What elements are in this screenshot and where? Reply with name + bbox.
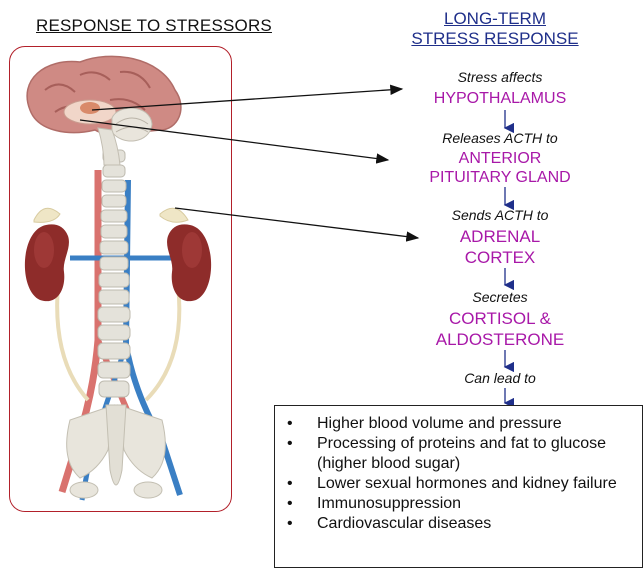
kidney-right-icon xyxy=(167,224,211,301)
step-3-organ-line1: ADRENAL xyxy=(380,227,620,247)
step-5-label: Can lead to xyxy=(380,370,620,386)
step-4-organ-line1: CORTISOL & xyxy=(380,309,620,329)
effect-item: Cardiovascular diseases xyxy=(287,514,636,534)
step-3-label: Sends ACTH to xyxy=(380,207,620,223)
step-2-organ-line1: ANTERIOR xyxy=(380,150,620,168)
effect-item: Processing of proteins and fat to glucos… xyxy=(287,434,636,474)
effect-item: Higher blood volume and pressure xyxy=(287,414,636,434)
step-2-organ-line2: PITUITARY GLAND xyxy=(380,169,620,187)
step-1-organ: HYPOTHALAMUS xyxy=(380,90,620,108)
pelvis-icon xyxy=(67,405,166,498)
step-1-label: Stress affects xyxy=(380,69,620,85)
effect-item: Lower sexual hormones and kidney failure xyxy=(287,474,636,494)
step-4-organ-line2: ALDOSTERONE xyxy=(380,330,620,350)
step-3-organ-line2: CORTEX xyxy=(380,248,620,268)
brain-icon xyxy=(27,56,181,165)
kidney-left-icon xyxy=(25,224,69,301)
effect-item: Immunosuppression xyxy=(287,494,636,514)
spinal-column-icon xyxy=(98,150,130,397)
effects-list: Higher blood volume and pressure Process… xyxy=(275,406,642,534)
step-2-label: Releases ACTH to xyxy=(380,130,620,146)
step-4-label: Secretes xyxy=(380,289,620,305)
effects-box: Higher blood volume and pressure Process… xyxy=(274,405,643,568)
